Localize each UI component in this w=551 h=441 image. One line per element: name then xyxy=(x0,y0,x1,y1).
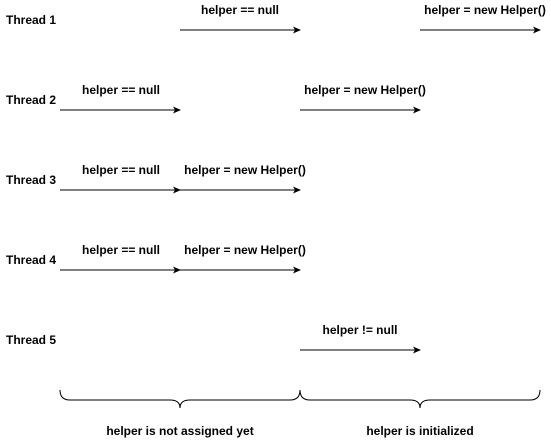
phase-initialized-brace xyxy=(299,389,541,409)
phase-not-assigned-label: helper is not assigned yet xyxy=(106,424,254,438)
thread-4-step-1-label: helper == null xyxy=(81,243,161,257)
thread-2-step-2-label: helper = new Helper() xyxy=(304,83,426,97)
thread-1-step-1-label: helper == null xyxy=(200,3,280,17)
thread-3-label: Thread 3 xyxy=(6,173,57,187)
thread-1-step-2-label: helper = new Helper() xyxy=(424,3,546,17)
thread-1-label: Thread 1 xyxy=(6,13,57,27)
phase-not-assigned-brace xyxy=(59,389,301,409)
thread-5-label: Thread 5 xyxy=(6,333,57,347)
thread-5-step-1-label: helper != null xyxy=(322,323,398,337)
thread-4-label: Thread 4 xyxy=(6,253,57,267)
thread-3-step-2-label: helper = new Helper() xyxy=(184,163,306,177)
thread-4-step-2-label: helper = new Helper() xyxy=(184,243,306,257)
thread-3-step-1-label: helper == null xyxy=(81,163,161,177)
thread-2-label: Thread 2 xyxy=(6,93,57,107)
phase-initialized-label: helper is initialized xyxy=(366,424,474,438)
thread-2-step-1-label: helper == null xyxy=(81,83,161,97)
